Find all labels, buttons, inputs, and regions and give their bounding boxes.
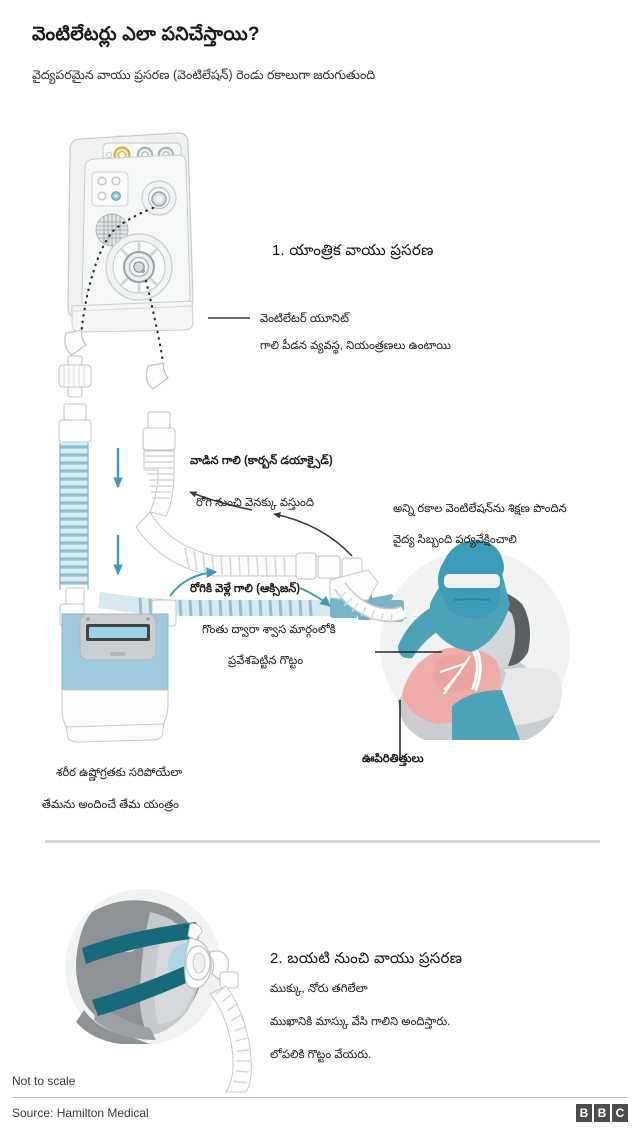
lungs-label: ఊపిరితిత్తులు — [362, 753, 424, 765]
section-divider — [45, 840, 600, 843]
section2-line3: లోపలికి గొట్టం వేయరు. — [270, 1049, 372, 1061]
dotted-connector-lines — [78, 206, 166, 374]
callout-lines — [208, 317, 442, 653]
section1-heading: 1. యాంత్రిక వాయు ప్రసరణ — [272, 242, 434, 259]
exhaled-air-description: రోగి నుంచి వెనక్కు వస్తుంది — [196, 497, 315, 509]
section2-heading: 2. బయటి నుంచి వాయు ప్రసరణ — [270, 950, 463, 967]
page-title: వెంటిలేటర్లు ఎలా పనిచేస్తాయి? — [32, 24, 260, 45]
bbc-logo: B B C — [576, 1104, 628, 1122]
staff-note-line2: వైద్య సిబ్బంది పర్యవేక్షించాలి — [393, 534, 517, 546]
blue-corrugated-tube — [59, 443, 89, 590]
humidifier-note-line2: తేమను అందించే తేమ యంత్రం — [42, 799, 179, 811]
bbc-logo-letter-1: B — [576, 1104, 592, 1122]
tube-description-line1: గొంతు ద్వారా శ్వాస మార్గంలోకి — [202, 624, 336, 636]
exhaled-air-label: వాడిన గాలి (కార్బన్ డయాక్సైడ్) — [190, 455, 333, 467]
mesh-filter — [95, 213, 129, 247]
bbc-logo-letter-3: C — [612, 1104, 628, 1122]
expiratory-limb-illustration — [135, 362, 363, 580]
page-subtitle: వైద్యపరమైన వాయు ప్రసరణ (వెంటిలేషన్) రెండ… — [32, 68, 376, 82]
tube-description-line2: ప్రవేశపెట్టిన గొట్టం — [228, 655, 304, 667]
footer-divider — [12, 1097, 628, 1098]
et-tube-connector — [329, 569, 408, 624]
humidifier-illustration — [59, 587, 177, 743]
ventilator-unit-illustration — [67, 132, 194, 333]
humidifier-note-line1: శరీర ఉష్ణోగ్రతకు సరిపోయేలా — [56, 767, 183, 779]
white-corrugated-tube — [143, 450, 175, 517]
inhaled-air-label: రోగికి వెళ్లే గాలి (ఆక్సిజన్) — [190, 583, 301, 595]
patient-scene-illustration — [329, 540, 570, 758]
section2-line2: ముఖానికి మాస్కు వేసి గాలిని అందిస్తారు. — [270, 1016, 451, 1028]
not-to-scale-note: Not to scale — [12, 1074, 76, 1088]
ventilator-unit-label: వెంటిలేటర్ యూనిట్ — [260, 313, 349, 325]
source-credit: Source: Hamilton Medical — [12, 1106, 149, 1120]
bbc-logo-letter-2: B — [594, 1104, 610, 1122]
ventilator-unit-description: గాలి పీడన వ్యవస్థ, నియంత్రణలు ఉంటాయి — [260, 340, 451, 352]
section2-line1: ముక్కు, నోరు తగిలేలా — [270, 983, 368, 995]
staff-note-line1: అన్ని రకాల వెంటిలేషన్‌ను శిక్షణ పొందిన — [393, 503, 567, 515]
inspiratory-limb-illustration — [58, 329, 123, 590]
